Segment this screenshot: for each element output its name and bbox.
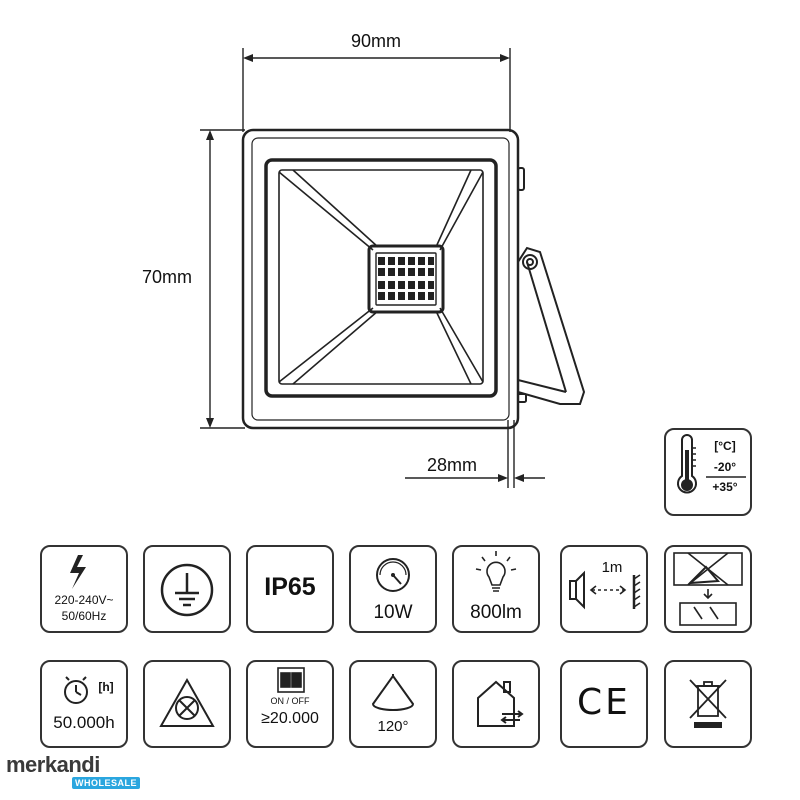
power-value: 10W (373, 602, 413, 623)
temperature-max: +35° (712, 480, 738, 494)
distance-tile: 1m (560, 545, 648, 633)
temperature-min: -20° (713, 460, 737, 474)
lifetime-value: 50.000h (53, 713, 115, 732)
beam-angle-value: 120° (377, 718, 409, 735)
height-label: 70mm (142, 267, 192, 287)
earth-tile (143, 545, 231, 633)
house-icon (477, 680, 524, 727)
voltage-line1: 220-240V~ (54, 593, 114, 607)
ip-rating: IP65 (264, 573, 316, 601)
beam-angle-tile: 120° (349, 660, 437, 748)
distance-value: 1m (601, 559, 623, 576)
lightning-icon (70, 555, 86, 589)
height-dimension (200, 129, 245, 429)
depth-label: 28mm (427, 455, 477, 475)
distance-lamp-icon (569, 570, 641, 610)
ce-mark: CE (577, 682, 631, 723)
switch-label: ON / OFF (270, 696, 310, 706)
ip-rating-tile: IP65 (246, 545, 334, 633)
beam-cone-icon (371, 674, 415, 711)
lumen-tile: 800lm (452, 545, 540, 633)
width-dimension (242, 48, 511, 132)
light-bulb-icon (475, 551, 517, 592)
power-meter-icon (376, 558, 410, 592)
voltage-line2: 50/60Hz (61, 609, 107, 623)
switch-icon (277, 667, 305, 693)
voltage-tile: 220-240V~ 50/60Hz (40, 545, 128, 633)
thermal-tile (143, 660, 231, 748)
brand-tag: WHOLESALE (72, 777, 140, 789)
led-chips (378, 257, 434, 300)
depth-dimension (405, 420, 545, 488)
weee-tile (664, 660, 752, 748)
floodlight-body (241, 128, 520, 430)
ce-tile: CE (560, 660, 648, 748)
temperature-unit: [°C] (714, 439, 736, 453)
no-cover-icon (159, 677, 215, 727)
clock-icon (64, 676, 88, 704)
mounting-bracket (517, 167, 586, 405)
temperature-tile: [°C] -20° +35° (664, 428, 752, 516)
brand-logo: merkandi WHOLESALE (6, 752, 146, 796)
crossed-bin-icon (689, 679, 727, 728)
indoor-tile (452, 660, 540, 748)
brand-name: merkandi (6, 752, 100, 777)
lumen-value: 800lm (470, 602, 522, 623)
glass-tile (664, 545, 752, 633)
thermometer-icon (677, 434, 746, 494)
switch-tile: ON / OFF ≥20.000 (246, 660, 334, 748)
switch-cycles: ≥20.000 (261, 710, 319, 727)
floodlight-drawing: 90mm 70mm 28mm (142, 31, 586, 488)
power-tile: 10W (349, 545, 437, 633)
earth-ground-icon (160, 563, 214, 617)
lifetime-unit: [h] (98, 680, 114, 694)
width-label: 90mm (351, 31, 401, 51)
replace-glass-icon (673, 552, 743, 626)
lifetime-tile: [h] 50.000h (40, 660, 128, 748)
